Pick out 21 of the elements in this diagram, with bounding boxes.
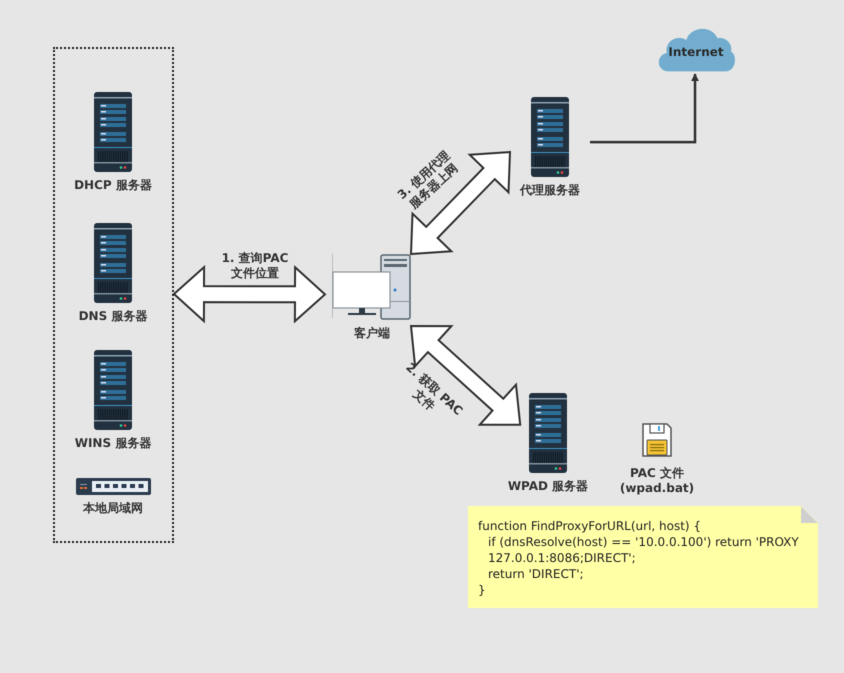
node-label: 本地局域网 [83,501,143,516]
arrow [590,73,700,144]
code-line: function FindProxyForURL(url, host) { [478,518,702,534]
node-label: 客户端 [354,326,390,341]
node-label: PAC 文件 (wpad.bat) [618,466,696,496]
edge-label: 1. 查询PAC 文件位置 [221,251,289,281]
node-label: WINS 服务器 [74,436,152,451]
code-note [468,506,818,608]
code-line: return 'DIRECT'; [487,566,585,582]
code-line: } [478,582,487,598]
double-block-arrow [410,325,522,426]
double-block-arrow [410,150,512,256]
node-label: DHCP 服务器 [74,178,152,193]
cloud-label: Internet [668,45,724,59]
node-label: WPAD 服务器 [508,479,588,494]
node-label: DNS 服务器 [78,309,148,324]
node-label: 代理服务器 [520,183,580,198]
dotted-group-box [53,47,174,543]
double-block-arrow [172,264,326,324]
code-line: if (dnsResolve(host) == '10.0.0.100') return 'PROXY 127.0.0.1:8086;DIRECT'; [487,534,800,566]
edge-label: 3. 使用代理服务器上网 [394,147,462,214]
